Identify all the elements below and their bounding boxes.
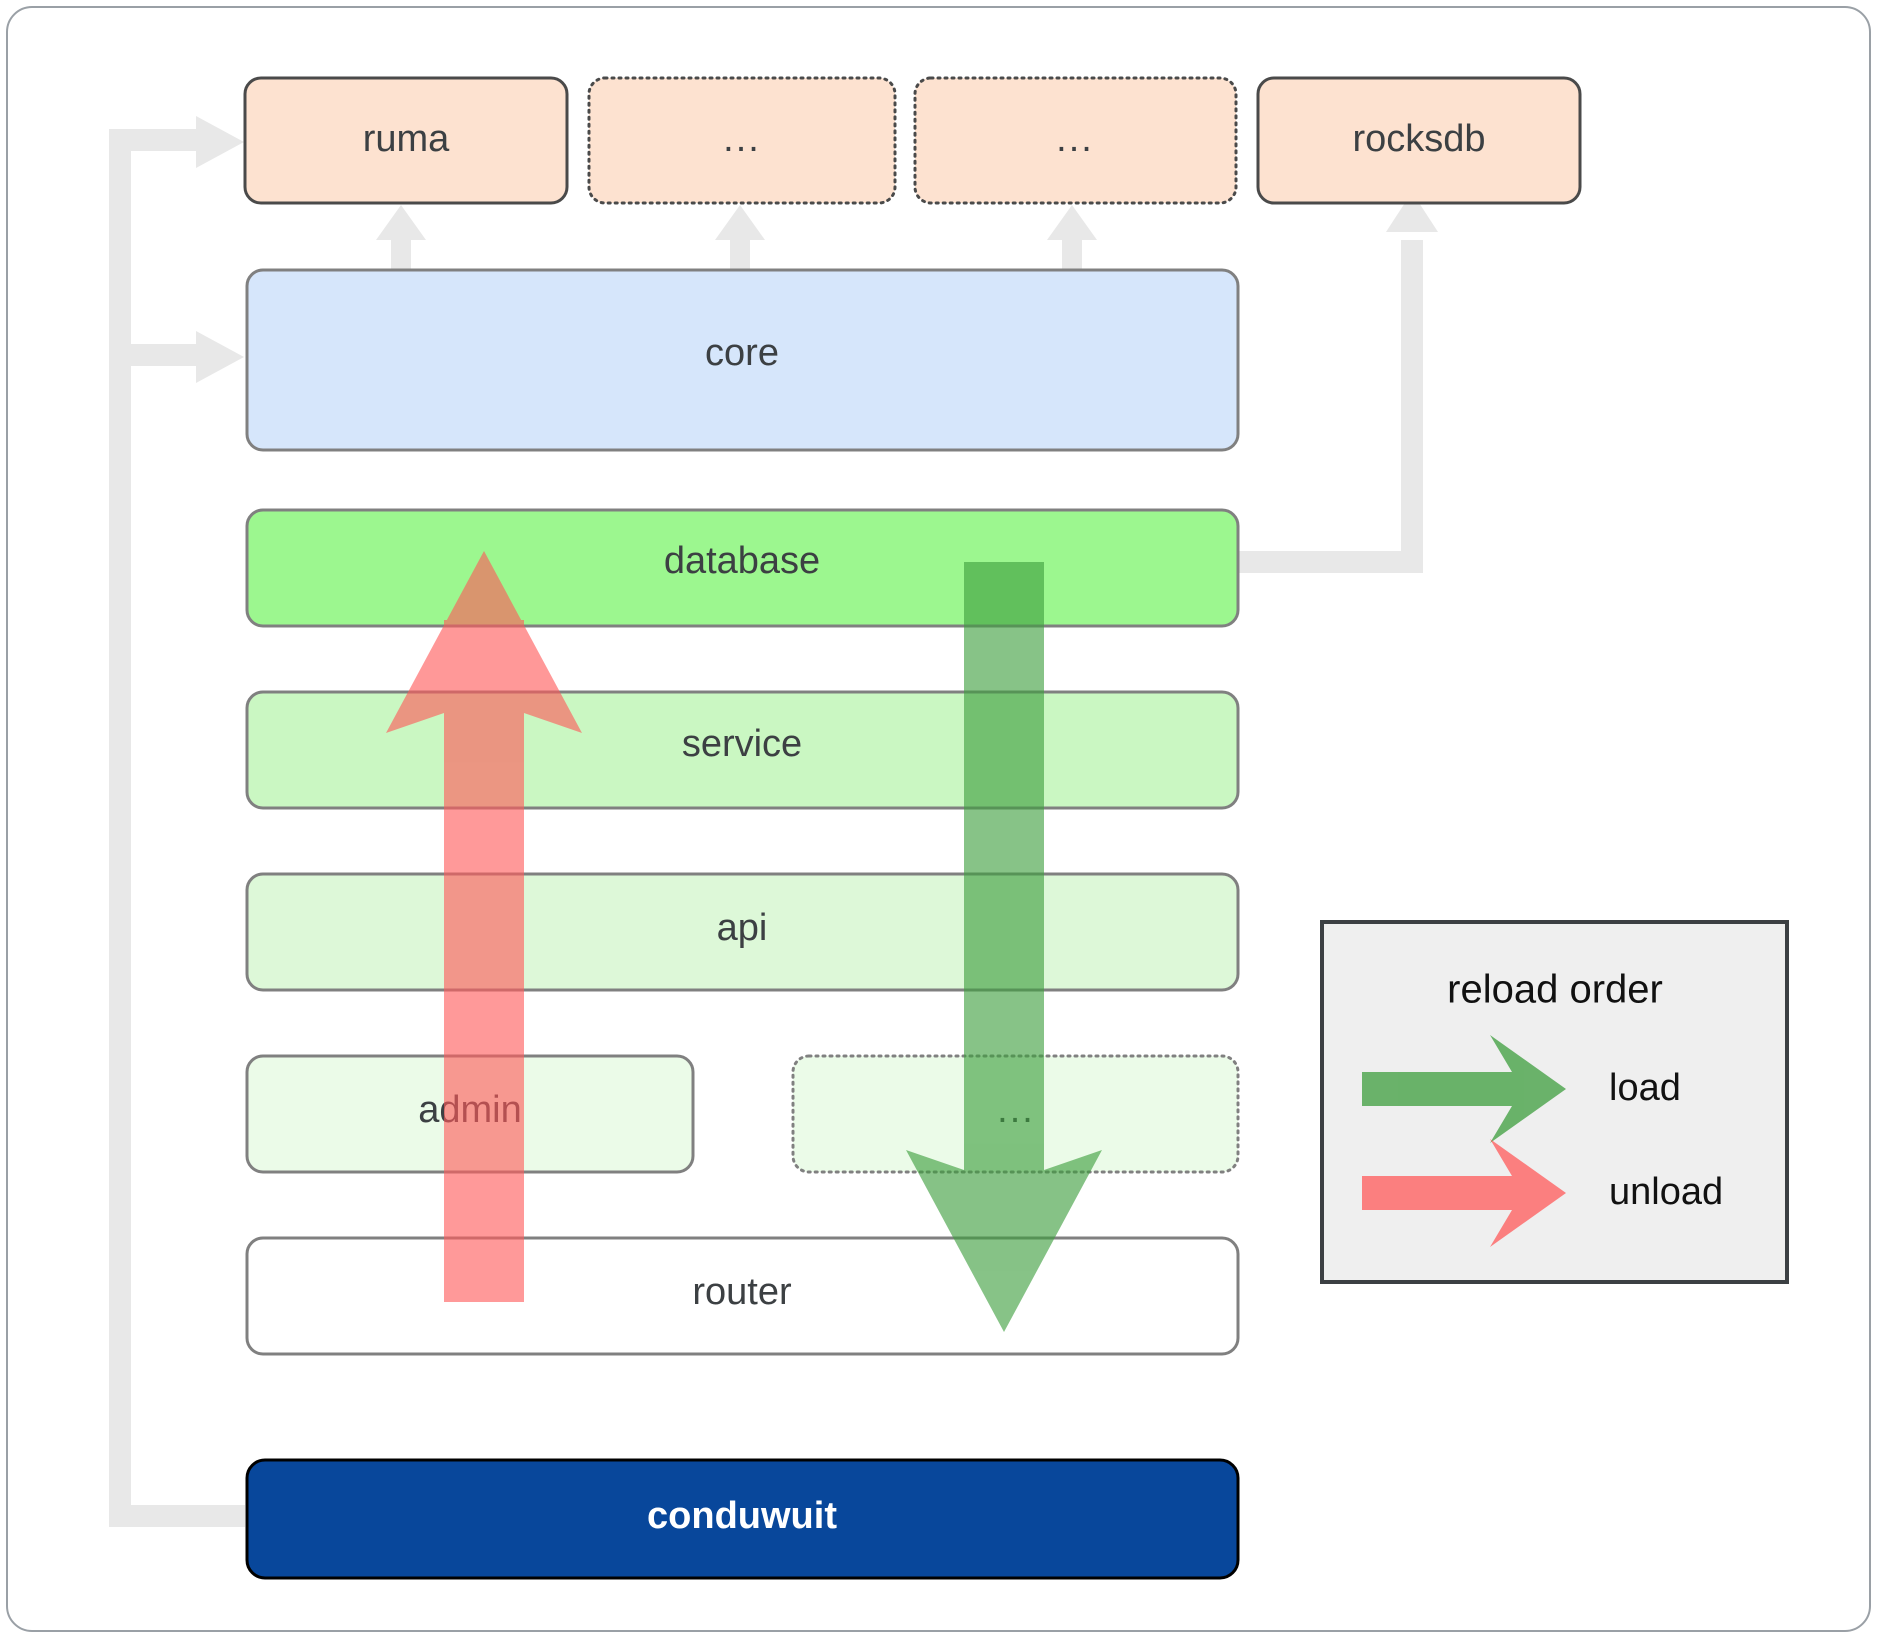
layer-label-api: api: [717, 907, 768, 949]
legend-label-load: load: [1609, 1067, 1681, 1109]
legend-entry-unload: unload: [1362, 1139, 1723, 1247]
dependency-label-ruma: ruma: [363, 118, 450, 160]
connector-core-to-deps: [376, 205, 1097, 280]
dependency-label-more-2: ...: [1056, 118, 1094, 160]
dependency-label-more-1: ...: [723, 118, 761, 160]
layer-label-router: router: [692, 1271, 792, 1313]
legend-panel: reload order load unload: [1320, 920, 1789, 1284]
application-box-shape[interactable]: [245, 1458, 1240, 1580]
legend-title: reload order: [1447, 968, 1663, 1012]
layer-box-database[interactable]: database: [245, 508, 1240, 628]
dependency-box-ruma[interactable]: ruma: [243, 76, 569, 205]
connector-stem-ruma: [391, 232, 411, 280]
connector-group: [109, 116, 1438, 1527]
unload-arrow: [386, 551, 582, 1302]
dependency-box-more-2[interactable]: ...: [913, 76, 1238, 205]
connector-stem-dep-more-1: [730, 232, 750, 280]
dependency-box-rocksdb[interactable]: rocksdb: [1256, 76, 1582, 205]
connector-arrowhead-core: [196, 331, 244, 383]
connector-arrowhead-rocksdb: [1386, 192, 1438, 232]
layer-box-router[interactable]: router: [245, 1236, 1240, 1356]
connector-arrowhead-dep-more-2: [1047, 205, 1097, 240]
connector-arrowhead-dep-more-1: [715, 205, 765, 240]
layer-label-service: service: [682, 723, 802, 765]
dependency-row: ruma ... ... rocksdb: [243, 76, 1582, 205]
layer-box-api[interactable]: api: [245, 872, 1240, 992]
connector-stem-dep-more-2: [1062, 232, 1082, 280]
layer-box-service[interactable]: service: [245, 690, 1240, 810]
dependency-box-more-1-shape[interactable]: [587, 76, 897, 205]
dependency-box-ruma-shape[interactable]: [243, 76, 569, 205]
dependency-box-more-1[interactable]: ...: [587, 76, 897, 205]
layer-box-core-shape[interactable]: [245, 268, 1240, 452]
application-label-conduwuit: conduwuit: [647, 1495, 837, 1537]
legend-label-unload: unload: [1609, 1171, 1723, 1213]
connector-database-to-rocksdb: [1222, 240, 1423, 573]
application-box-conduwuit[interactable]: conduwuit: [245, 1458, 1240, 1580]
layer-label-database: database: [664, 540, 820, 582]
load-arrow-shaft: [964, 562, 1044, 1244]
connector-arrowhead-ruma: [196, 116, 244, 168]
layer-label-core: core: [705, 332, 779, 374]
legend-entry-load: load: [1362, 1035, 1681, 1143]
legend-unload-arrow-head: [1490, 1139, 1566, 1247]
dependency-box-rocksdb-shape[interactable]: [1256, 76, 1582, 205]
unload-arrow-head: [386, 551, 582, 738]
dependency-label-rocksdb: rocksdb: [1352, 118, 1485, 160]
load-arrow-head: [906, 1145, 1102, 1332]
layer-box-core[interactable]: core: [245, 268, 1240, 452]
legend-load-arrow-head: [1490, 1035, 1566, 1143]
connector-arrowhead-dep-ruma: [376, 205, 426, 240]
load-arrow: [906, 562, 1102, 1332]
dependency-box-more-2-shape[interactable]: [913, 76, 1238, 205]
connector-conduwuit-to-ruma: [109, 129, 245, 1527]
